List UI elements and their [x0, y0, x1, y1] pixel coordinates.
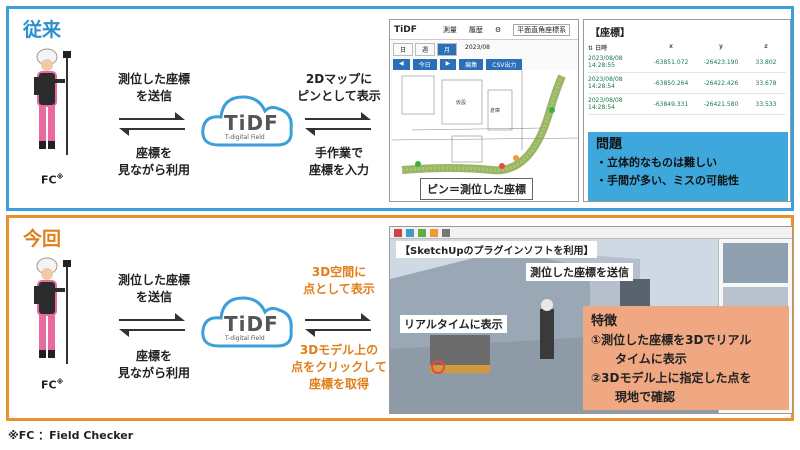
table-cell: -26422.426	[703, 79, 739, 87]
map-app-screenshot: TiDF 測量 履歴 ⚙ 平面直角座標系 日 週 月 2023/08 ◀ 今日 …	[389, 19, 579, 202]
table-row[interactable]: 2023/08/08 14:28:55 -63851.072 -26423.190 3…	[588, 52, 786, 73]
coord-system-select[interactable]: 平面直角座標系	[513, 23, 571, 36]
logo-text: TiDF	[224, 111, 279, 135]
table-row[interactable]: 2023/08/08 14:28:54 -63850.264 -26422.426 3…	[588, 73, 786, 94]
send-label: 測位した座標を送信	[526, 263, 633, 281]
toolbar-icon[interactable]	[418, 228, 426, 237]
use-coords-text: 座標を見ながら利用	[117, 146, 190, 177]
table-cell: 33.802	[755, 58, 777, 66]
side-panel-thumbnail	[723, 243, 788, 283]
problem-item: ・手間が多い、ミスの可能性	[596, 174, 739, 187]
2d-pin-text: 2Dマップにピンとして表示	[297, 72, 381, 103]
manual-input-text: 手作業で座標を入力	[308, 146, 369, 177]
footnote: ※FC ：Field Checker	[8, 429, 134, 442]
map-label-temporary: 仮設	[456, 99, 466, 106]
feature-item: タイムに表示	[615, 352, 687, 366]
toolbar-icon[interactable]	[430, 228, 438, 237]
pin-callout: ピン＝測位した座標	[420, 178, 533, 200]
3d-click-text: 3Dモデル上の点をクリックして座標を取得	[291, 343, 387, 391]
table-cell: -63851.072	[653, 58, 689, 66]
map-label-warehouse: 倉庫	[490, 107, 500, 114]
feature-box: 特徴 ①測位した座標を3Dでリアル タイムに表示 ②3Dモデル上に指定した点を …	[583, 306, 789, 410]
3d-point-text: 3D空間に点として表示	[303, 265, 375, 296]
gear-icon[interactable]: ⚙	[494, 25, 502, 34]
field-worker-icon	[34, 48, 71, 155]
fc-label: FC※	[41, 378, 64, 392]
table-row[interactable]: 2023/08/08 14:28:54 -63849.331 -26421.580 3…	[588, 94, 786, 115]
table-cell: 33.678	[755, 79, 777, 87]
tidf-cloud-logo	[201, 296, 293, 348]
feature-item: ①測位した座標を3Dでリアル	[591, 333, 752, 347]
table-cell: -63849.331	[653, 100, 689, 108]
date-label: 2023/08	[465, 44, 490, 51]
coord-table-screenshot: 【座標】 ⇅ 日時 x y z 2023/08/08 14:28:55 -6385…	[583, 19, 791, 202]
table-cell: -26423.190	[703, 58, 739, 66]
now-panel: 今回 FC※ 測位した座標を送信 座標を見ながら利用 TiDF T-digita…	[6, 215, 794, 421]
before-title: 従来	[23, 19, 62, 41]
logo-text: TiDF	[224, 312, 279, 336]
exchange-arrows-icon	[119, 112, 185, 136]
today-button[interactable]: 今日	[412, 59, 437, 70]
before-panel: 従来 FC※ 測位した座標を送信 座標を見ながら利用 TiDF T-digita…	[6, 6, 794, 211]
use-coords-text: 座標を見ながら利用	[117, 349, 190, 380]
tab-survey[interactable]: 測量	[442, 25, 457, 34]
exchange-arrows-icon	[119, 313, 185, 337]
toolbar-icon[interactable]	[406, 228, 414, 237]
realtime-label: リアルタイムに表示	[400, 315, 507, 333]
now-title: 今回	[23, 228, 62, 250]
table-cell: -63850.264	[653, 79, 689, 87]
exchange-arrows-icon	[305, 313, 371, 337]
table-cell: 2023/08/08 14:28:54	[588, 97, 623, 111]
send-coords-text: 測位した座標を送信	[117, 72, 190, 103]
toolbar-icon[interactable]	[394, 228, 402, 237]
edit-button[interactable]: 編集	[459, 59, 484, 70]
header-x[interactable]: x	[669, 43, 673, 50]
next-button[interactable]: ▶	[439, 59, 457, 70]
send-coords-text: 測位した座標を送信	[117, 273, 190, 304]
exchange-arrows-icon	[305, 112, 371, 136]
app-logo: TiDF	[394, 24, 417, 35]
view-month-tab[interactable]: 月	[437, 43, 458, 56]
view-day-tab[interactable]: 日	[393, 43, 414, 56]
tidf-cloud-logo	[201, 95, 293, 147]
prev-button[interactable]: ◀	[393, 59, 410, 70]
tab-history[interactable]: 履歴	[468, 25, 483, 34]
logo-sub: T-digital Field	[225, 335, 265, 342]
coord-table-title: 【座標】	[590, 28, 630, 39]
table-cell: 2023/08/08 14:28:54	[588, 76, 623, 90]
field-worker-icon	[34, 257, 71, 364]
feature-title: 特徴	[591, 314, 618, 329]
table-cell: 33.533	[755, 100, 777, 108]
feature-item: 現地で確認	[615, 390, 676, 404]
problem-box: 問題 ・立体的なものは難しい ・手間が多い、ミスの可能性	[588, 132, 788, 201]
toolbar-icon[interactable]	[442, 228, 450, 237]
problem-title: 問題	[596, 137, 623, 152]
feature-item: ②3Dモデル上に指定した点を	[591, 371, 752, 385]
plugin-label: 【SketchUpのプラグインソフトを利用】	[396, 241, 598, 258]
logo-sub: T-digital Field	[225, 134, 265, 141]
view-week-tab[interactable]: 週	[415, 43, 436, 56]
csv-export-button[interactable]: CSV出力	[486, 59, 523, 70]
problem-item: ・立体的なものは難しい	[596, 156, 717, 169]
header-z[interactable]: z	[764, 43, 768, 50]
header-datetime[interactable]: ⇅ 日時	[588, 45, 608, 52]
table-cell: -26421.580	[703, 100, 739, 108]
table-cell: 2023/08/08 14:28:55	[588, 55, 623, 69]
fc-label: FC※	[41, 173, 64, 187]
header-y[interactable]: y	[719, 43, 723, 50]
